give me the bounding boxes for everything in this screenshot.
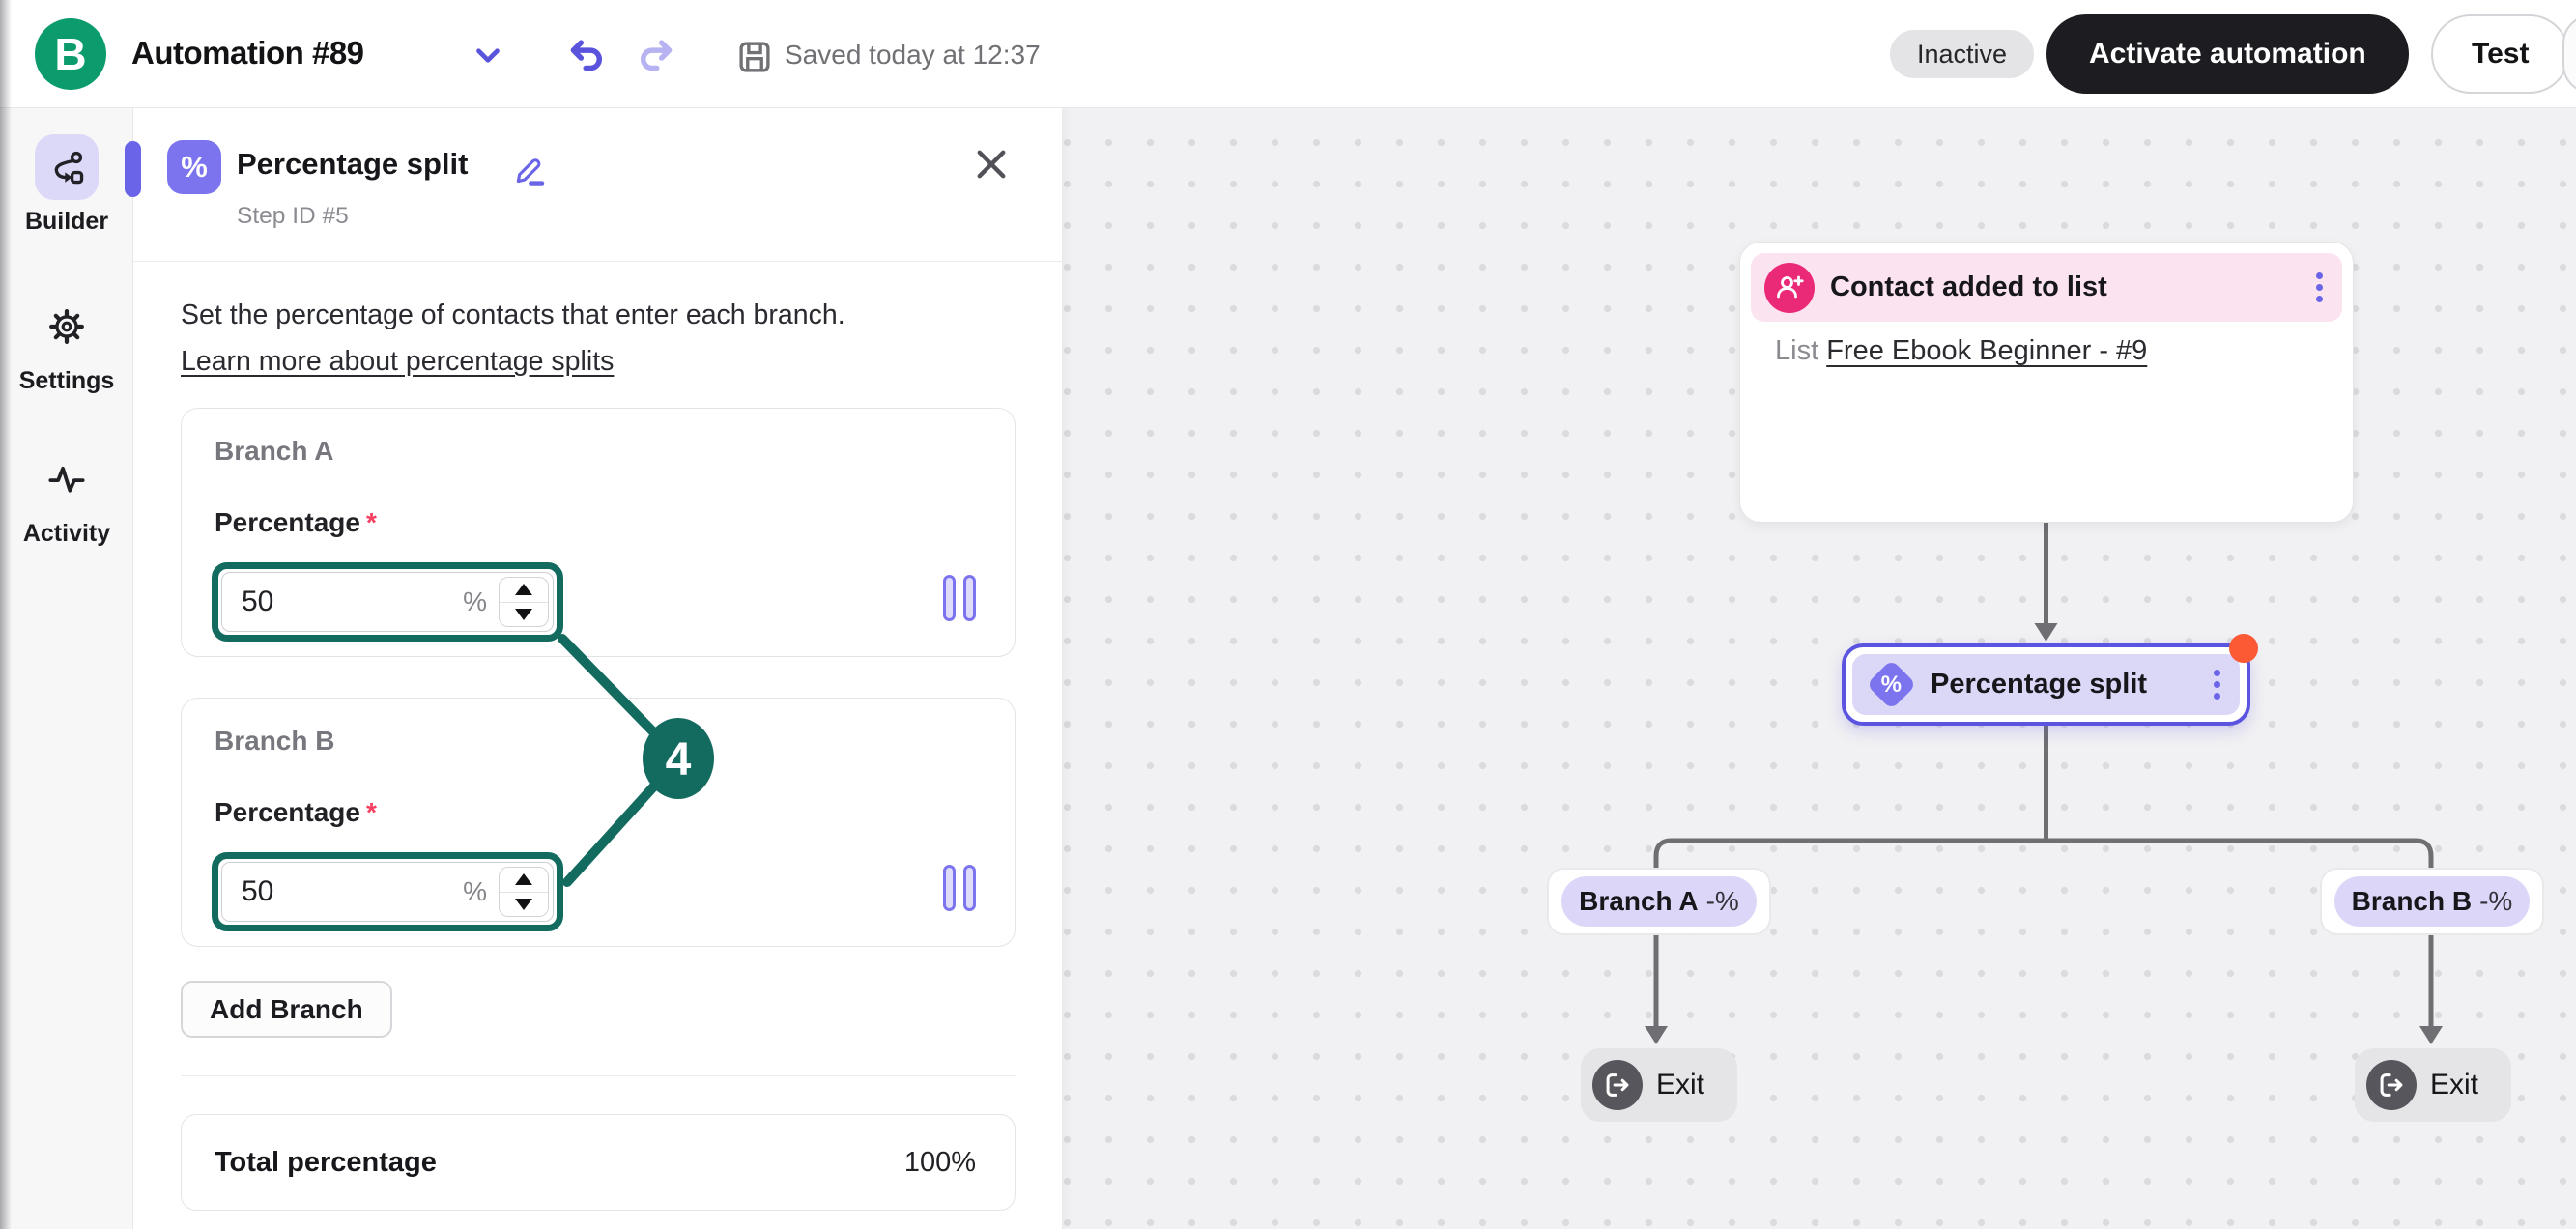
branch-name: Branch A	[215, 436, 334, 466]
split-node-title: Percentage split	[1931, 669, 2148, 700]
status-badge: Inactive	[1890, 30, 2035, 78]
partial-button-edge[interactable]	[2562, 14, 2576, 94]
test-button[interactable]: Test	[2431, 14, 2570, 94]
percent-unit-label: %	[463, 876, 487, 906]
save-icon	[732, 35, 777, 79]
chip-name: Branch B	[2351, 886, 2473, 916]
annotated-input-ring: %	[212, 852, 563, 931]
annotation-overlay: 4	[558, 634, 714, 887]
stepper-down-button[interactable]	[500, 893, 548, 917]
description-text: Set the percentage of contacts that ente…	[181, 300, 845, 330]
branch-a-card: Branch A Percentage* %	[181, 408, 1016, 657]
workflow-canvas[interactable]: Contact added to list List Free Ebook Be…	[1063, 108, 2576, 1229]
split-node-band: % Percentage split	[1852, 654, 2240, 715]
contact-add-icon	[1764, 262, 1815, 313]
exit-label: Exit	[2430, 1069, 2479, 1100]
title-chevron-down-icon[interactable]	[466, 33, 510, 77]
learn-more-link[interactable]: Learn more about percentage splits	[181, 346, 615, 377]
left-nav-sidebar: Builder Settings	[0, 108, 133, 1229]
exit-label: Exit	[1656, 1069, 1705, 1100]
percentage-input-group: %	[221, 572, 554, 632]
trigger-node-contact-added[interactable]: Contact added to list List Free Ebook Be…	[1739, 242, 2354, 523]
drag-handle-icon[interactable]	[943, 575, 976, 621]
chip-suffix: -%	[2479, 886, 2513, 916]
sidebar-label-settings: Settings	[18, 367, 115, 394]
chip-name: Branch A	[1579, 886, 1699, 916]
sidebar-item-builder[interactable]: Builder	[0, 134, 133, 236]
connector-lines	[1645, 523, 2443, 1044]
branch-name: Branch B	[215, 726, 335, 756]
undo-icon[interactable]	[562, 33, 607, 77]
list-prefix: List	[1775, 335, 1819, 366]
exit-icon	[2366, 1060, 2417, 1110]
split-kebab-menu-icon[interactable]	[2214, 670, 2220, 700]
brevo-logo[interactable]: B	[35, 18, 106, 90]
trigger-kebab-menu-icon[interactable]	[2316, 272, 2323, 302]
trigger-node-header: Contact added to list	[1751, 253, 2342, 322]
selection-dot	[2229, 634, 2258, 663]
panel-header-divider	[133, 261, 1063, 262]
sidebar-item-activity[interactable]: Activity	[0, 446, 133, 548]
annotated-input-ring: %	[212, 562, 563, 642]
percentage-input-group: %	[221, 862, 554, 922]
sidebar-label-builder: Builder	[24, 208, 109, 235]
redo-icon[interactable]	[636, 33, 680, 77]
exit-node-branch-a[interactable]: Exit	[1581, 1048, 1737, 1122]
required-asterisk: *	[365, 507, 377, 537]
field-label-text: Percentage	[215, 797, 360, 827]
branch-a-chip[interactable]: Branch A -%	[1547, 868, 1771, 935]
percentage-split-icon: %	[167, 140, 221, 194]
split-node-percentage-split[interactable]: % Percentage split	[1842, 634, 2258, 726]
sidebar-item-settings[interactable]: Settings	[0, 294, 133, 395]
percent-unit-label: %	[463, 586, 487, 616]
step-id-label: Step ID #5	[237, 203, 349, 229]
branch-b-card: Branch B Percentage* %	[181, 698, 1016, 947]
field-label-text: Percentage	[215, 507, 360, 537]
panel-description: Set the percentage of contacts that ente…	[181, 292, 1031, 385]
exit-node-branch-b[interactable]: Exit	[2355, 1048, 2511, 1122]
chip-suffix: -%	[1705, 886, 1739, 916]
number-stepper	[499, 577, 549, 627]
list-link[interactable]: Free Ebook Beginner - #9	[1826, 335, 2148, 366]
trigger-node-body: List Free Ebook Beginner - #9	[1775, 335, 2147, 367]
drag-handle-icon[interactable]	[943, 865, 976, 911]
percentage-field-label: Percentage*	[215, 507, 377, 538]
top-bar: B Automation #89 Saved today at 12:37	[0, 0, 2576, 108]
gear-icon	[35, 294, 99, 359]
stepper-down-button[interactable]	[500, 603, 548, 627]
percent-diamond-icon: %	[1866, 659, 1917, 710]
stepper-up-button[interactable]	[500, 868, 548, 893]
exit-icon	[1592, 1060, 1643, 1110]
branch-a-pill: Branch A -%	[1561, 876, 1757, 927]
panel-divider	[181, 1075, 1016, 1076]
add-branch-button[interactable]: Add Branch	[181, 981, 392, 1038]
number-stepper	[499, 867, 549, 917]
builder-active-indicator	[125, 141, 141, 197]
required-asterisk: *	[365, 797, 377, 827]
save-status-text: Saved today at 12:37	[785, 40, 1041, 70]
activity-pulse-icon	[35, 446, 99, 512]
close-panel-icon[interactable]	[970, 143, 1013, 186]
total-percentage-label: Total percentage	[215, 1146, 437, 1178]
flow-builder-icon	[35, 134, 99, 200]
stepper-up-button[interactable]	[500, 578, 548, 603]
activate-automation-button[interactable]: Activate automation	[2046, 14, 2409, 94]
percentage-input[interactable]	[240, 874, 385, 909]
total-percentage-card: Total percentage 100%	[181, 1114, 1016, 1211]
percentage-input[interactable]	[240, 585, 385, 619]
total-percentage-value: 100%	[903, 1146, 976, 1178]
trigger-node-title: Contact added to list	[1830, 272, 2107, 302]
panel-title: Percentage split	[237, 147, 469, 181]
branch-b-pill: Branch B -%	[2333, 876, 2531, 927]
percentage-field-label: Percentage*	[215, 797, 377, 828]
step-config-panel: % Percentage split Step ID #5 Set the pe…	[133, 108, 1063, 1229]
branch-b-chip[interactable]: Branch B -%	[2320, 868, 2544, 935]
automation-title: Automation #89	[131, 35, 364, 71]
sidebar-label-activity: Activity	[22, 520, 111, 547]
edit-title-pencil-icon[interactable]	[508, 149, 547, 187]
